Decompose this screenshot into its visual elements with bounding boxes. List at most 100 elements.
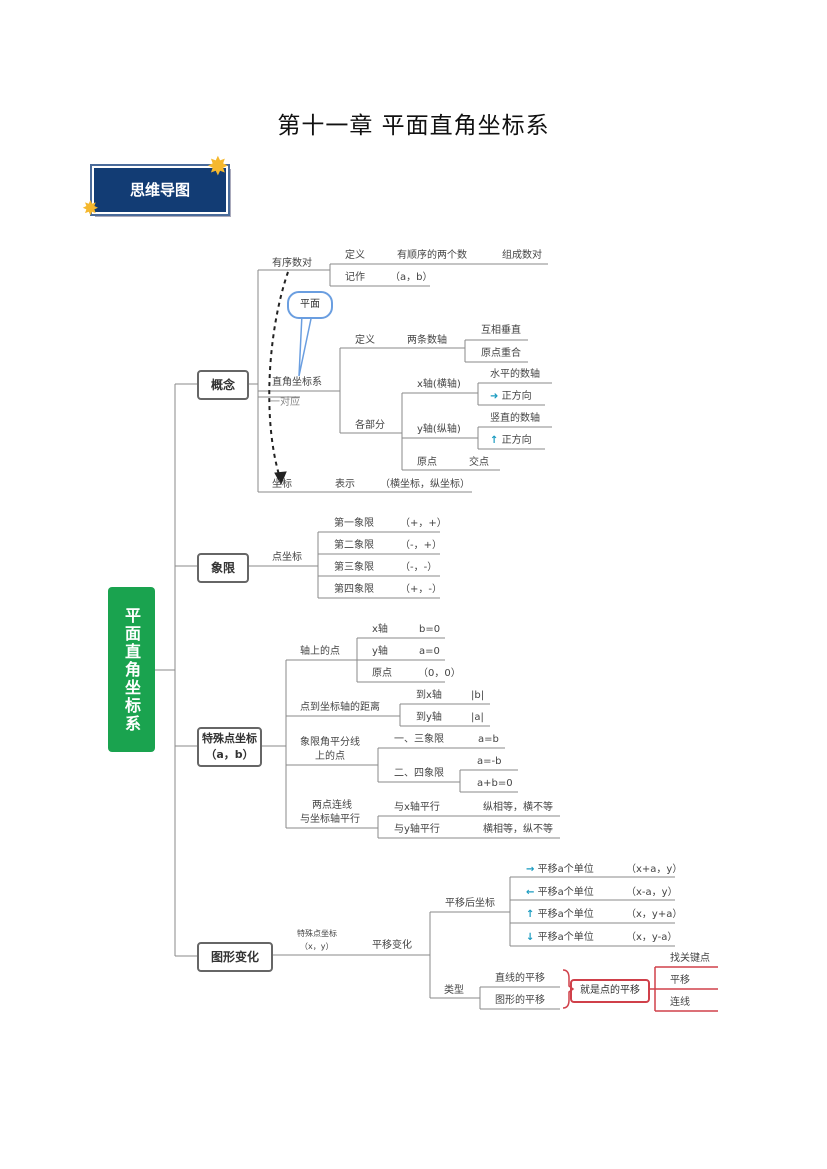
label: 与y轴平行	[394, 824, 440, 835]
label: ➜ 正方向	[490, 391, 532, 403]
label: 平移a个单位	[537, 887, 594, 898]
label: a=-b	[477, 756, 502, 767]
arrow-left-icon: ←	[526, 887, 535, 898]
label: （x-a，y）	[626, 887, 678, 898]
label: 正方向	[501, 391, 532, 402]
label: 两条数轴	[407, 335, 447, 346]
label: ↑ 正方向	[490, 435, 532, 447]
label: （-，+）	[400, 540, 442, 551]
label: 图形的平移	[495, 995, 545, 1006]
label: 两点连线	[312, 800, 352, 811]
label: 第二象限	[334, 540, 374, 551]
label: 有顺序的两个数	[397, 250, 467, 261]
node-label-sub: （a，b）	[205, 748, 254, 761]
label: 轴上的点	[300, 646, 340, 657]
label: 连线	[670, 997, 690, 1008]
label: 有序数对	[272, 258, 312, 269]
label: 平移后坐标	[445, 898, 495, 909]
label: 直线的平移	[495, 973, 545, 984]
label: 水平的数轴	[490, 369, 540, 380]
mind-map-badge: 思维导图	[90, 164, 230, 216]
label: 原点重合	[481, 348, 521, 359]
label: 与x轴平行	[394, 802, 440, 813]
label: a=0	[419, 646, 440, 657]
highlight-node[interactable]: 就是点的平移	[570, 979, 650, 1003]
star-icon: ✸	[207, 152, 229, 182]
move-row: ↓ 平移a个单位	[526, 932, 594, 944]
label: 原点	[417, 457, 437, 468]
label: 组成数对	[502, 250, 542, 261]
label: 正方向	[501, 435, 532, 446]
label: y轴	[372, 646, 388, 657]
label: 一对应	[270, 397, 300, 408]
label: 到x轴	[416, 690, 442, 701]
chapter-title: 第十一章 平面直角坐标系	[277, 113, 550, 139]
label: b=0	[419, 624, 441, 635]
move-row: ↑ 平移a个单位	[526, 909, 594, 921]
label: （x，y+a）	[626, 909, 683, 920]
arrow-down-icon: ↓	[526, 932, 535, 943]
label: 定义	[355, 335, 375, 346]
arrow-right-icon: →	[526, 864, 535, 875]
label: （横坐标，纵坐标）	[380, 479, 470, 490]
label: 原点	[372, 668, 392, 679]
label: （a，b）	[390, 272, 433, 283]
callout-bubble: 平面	[287, 291, 333, 319]
label: y轴(纵轴)	[417, 424, 461, 435]
label: 上的点	[315, 751, 345, 762]
node-transform[interactable]: 图形变化	[197, 942, 273, 972]
label: （+，-）	[400, 584, 442, 595]
label: |a|	[471, 712, 484, 723]
label: 各部分	[355, 420, 385, 431]
node-label: 特殊点坐标	[202, 732, 257, 745]
node-quadrant[interactable]: 象限	[197, 553, 249, 583]
label: |b|	[471, 690, 485, 701]
label: （x+a，y）	[626, 864, 683, 875]
label: 横相等，纵不等	[483, 824, 553, 835]
label: （x，y-a）	[626, 932, 678, 943]
label: a+b=0	[477, 778, 513, 789]
move-row: → 平移a个单位	[526, 864, 594, 876]
label: 平移a个单位	[537, 932, 594, 943]
label: （+，+）	[400, 518, 447, 529]
label: 平移a个单位	[537, 909, 594, 920]
label: 点到坐标轴的距离	[300, 702, 380, 713]
label: （-，-）	[400, 562, 438, 573]
label: 平移变化	[372, 940, 412, 951]
root-node[interactable]: 平面直角坐标系	[108, 587, 155, 752]
label: x轴	[372, 624, 388, 635]
label: x轴(横轴)	[417, 379, 461, 390]
star-icon: ✸	[82, 196, 99, 220]
arrow-up-icon: ↑	[526, 909, 535, 920]
label: 到y轴	[416, 712, 442, 723]
label: 第三象限	[334, 562, 374, 573]
label: 象限角平分线	[300, 737, 360, 748]
label: （0，0）	[418, 668, 461, 679]
move-row: ← 平移a个单位	[526, 887, 594, 899]
label: 平移a个单位	[537, 864, 594, 875]
label: a=b	[478, 734, 499, 745]
label: 直角坐标系	[272, 377, 322, 388]
label: 记作	[345, 272, 365, 283]
label: 坐标	[272, 479, 292, 490]
arrow-right-icon: ➜	[490, 391, 499, 402]
label: 表示	[335, 479, 355, 490]
node-concept[interactable]: 概念	[197, 370, 249, 400]
label: 定义	[345, 250, 365, 261]
label: 第四象限	[334, 584, 374, 595]
label: 互相垂直	[481, 325, 521, 336]
label: 特殊点坐标	[297, 929, 337, 938]
label: 二、四象限	[394, 768, 444, 779]
label: 纵相等，横不等	[483, 802, 553, 813]
label: 一、三象限	[394, 734, 444, 745]
label: 第一象限	[334, 518, 374, 529]
label: 找关键点	[670, 953, 710, 964]
label: 点坐标	[272, 552, 302, 563]
label: 竖直的数轴	[490, 413, 540, 424]
label: 平移	[670, 975, 690, 986]
label: 类型	[444, 985, 464, 996]
node-special-points[interactable]: 特殊点坐标 （a，b）	[197, 727, 262, 767]
label: 与坐标轴平行	[300, 814, 360, 825]
